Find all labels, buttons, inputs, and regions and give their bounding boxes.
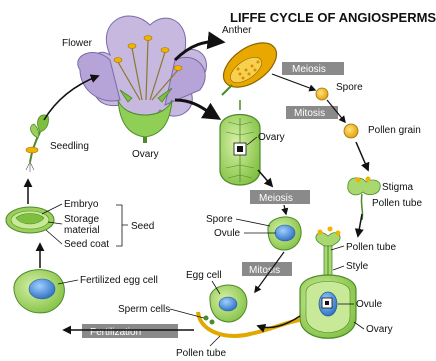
label-anther: Anther [222,25,252,36]
svg-text:Mitosis: Mitosis [294,108,325,119]
anther-illustration [216,34,285,96]
seedling-illustration [26,115,49,172]
process-fertilization: Fertilization [82,324,178,338]
label-flower: Flower [62,38,93,49]
label-style: Style [346,261,369,272]
label-seed: Seed [131,221,154,232]
ovary-illustration [220,100,260,185]
ovule-spore-illustration [268,217,301,250]
process-mitosis-top: Mitosis [286,106,338,119]
label-fertilized-egg: Fertilized egg cell [80,275,158,286]
label-pollen-tube-3: Pollen tube [176,348,226,359]
fertilized-egg-illustration [14,270,65,313]
svg-text:Meiosis: Meiosis [292,64,326,75]
label-sperm-cells: Sperm cells [118,304,170,315]
label-embryo: Embryo [64,199,99,210]
label-pollen-tube-2: Pollen tube [346,242,396,253]
svg-text:Meiosis: Meiosis [259,193,293,204]
label-seed-coat: Seed coat [64,239,109,250]
label-ovary-bottom: Ovary [366,324,393,335]
process-meiosis-top: Meiosis [282,62,344,75]
flower-illustration [78,16,207,143]
label-ovary-mid: Ovary [258,132,285,143]
label-pollen-grain: Pollen grain [368,125,421,136]
svg-text:Fertilization: Fertilization [90,327,141,338]
label-ovule-right: Ovule [356,299,383,310]
pollen-grain-shape [344,124,358,138]
label-spore-left: Spore [206,214,233,225]
seed-bracket [116,205,128,246]
label-pollen-tube-1: Pollen tube [372,198,422,209]
seed-illustration [6,207,54,233]
svg-text:Mitosis: Mitosis [249,265,280,276]
label-seedling: Seedling [50,141,89,152]
label-ovule-left: Ovule [214,228,241,239]
label-ovary-flower: Ovary [132,149,159,160]
spore-right-shape [316,88,328,100]
egg-cell-illustration [198,285,300,336]
label-spore-right: Spore [336,82,363,93]
diagram-title: LIFFE CYCLE OF ANGIOSPERMS [230,10,436,25]
process-meiosis-mid: Meiosis [250,190,310,204]
process-mitosis-mid: Mitosis [242,262,292,276]
label-storage-1: Storage [64,214,99,225]
label-stigma: Stigma [382,182,414,193]
label-egg-cell: Egg cell [186,270,222,281]
label-storage-2: material [64,225,100,236]
